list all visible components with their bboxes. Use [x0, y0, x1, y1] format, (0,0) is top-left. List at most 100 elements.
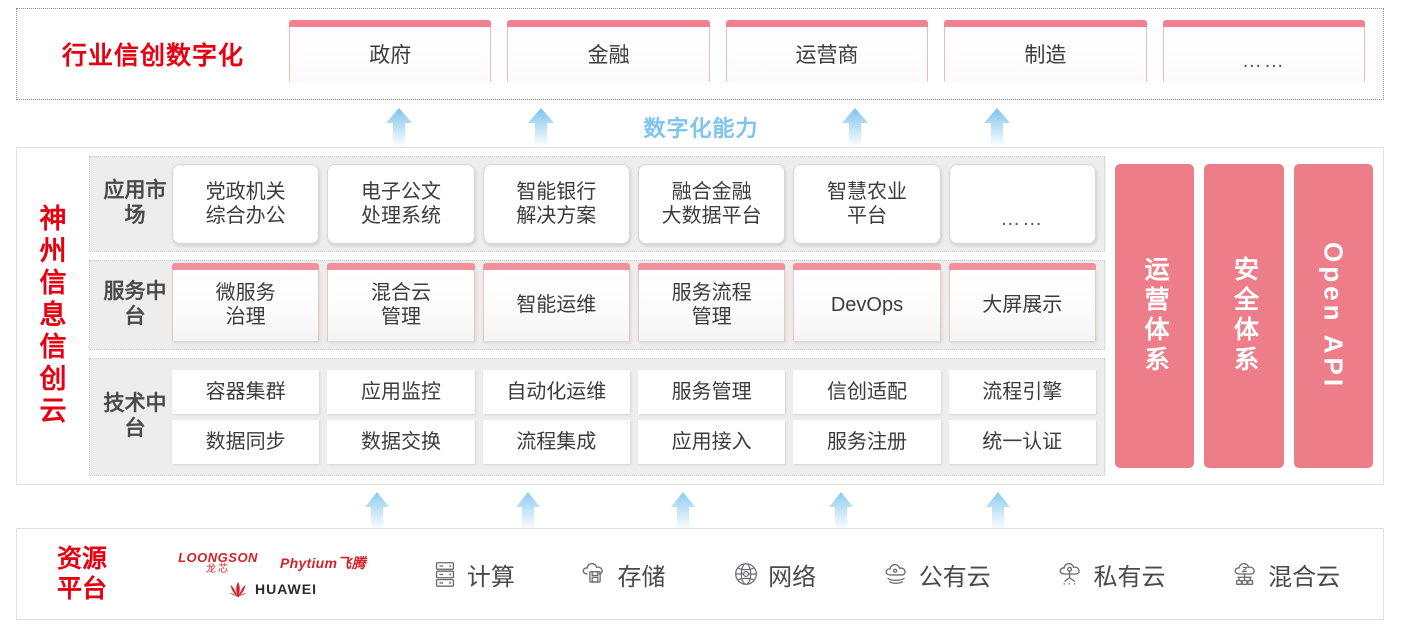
app-card-label: 党政机关 综合办公	[205, 181, 286, 227]
pillar-label: 运营体系	[1141, 256, 1170, 376]
tech-card-app-access[interactable]: 应用接入	[637, 420, 786, 464]
industry-card-government[interactable]: 政府	[289, 20, 492, 82]
cloud-panel: 神 州 信 息 信 创 云 应用市场 党政机关 综合办公 电子公文 处理系统 智…	[16, 147, 1384, 485]
layer-label-app-market: 应用市场	[103, 179, 167, 227]
huawei-logo: HUAWEI	[227, 581, 317, 597]
tech-card-grid: 容器集群 应用监控 自动化运维 服务管理 信创适配 流程引擎 数据同步 数据交换…	[172, 370, 1096, 464]
huawei-logo-text: HUAWEI	[255, 581, 317, 597]
tech-card-automated-ops[interactable]: 自动化运维	[482, 370, 630, 414]
tech-card-data-sync[interactable]: 数据同步	[172, 420, 320, 464]
app-card-label: 智慧农业 平台	[826, 181, 907, 227]
resource-item-storage[interactable]: 存储	[580, 557, 665, 592]
resource-item-label: 存储	[617, 563, 666, 591]
up-arrow-icon	[354, 490, 400, 530]
layer-label-tech-platform: 技术中台	[103, 392, 167, 440]
tech-card-label: 数据交换	[360, 431, 441, 453]
capability-arrow-gap: 数字化能力	[0, 101, 1402, 147]
resource-item-private-cloud[interactable]: 私有云	[1056, 557, 1165, 592]
pillar-operations-system[interactable]: 运营体系	[1115, 164, 1195, 468]
resource-item-hybrid-cloud[interactable]: 混合云	[1231, 557, 1340, 592]
tech-card-label: 服务注册	[826, 431, 907, 453]
tech-card-row: 容器集群 应用监控 自动化运维 服务管理 信创适配 流程引擎	[172, 370, 1096, 414]
huawei-flower-icon	[229, 581, 247, 597]
resource-item-compute[interactable]: 计算	[430, 557, 515, 592]
pillar-security-system[interactable]: 安全体系	[1204, 164, 1284, 468]
up-arrow-icon	[518, 107, 564, 147]
resource-item-label: 公有云	[918, 563, 991, 591]
up-arrow-icon	[975, 490, 1021, 530]
service-card-smart-ops[interactable]: 智能运维	[482, 263, 631, 341]
layer-service-platform: 服务中台 微服务 治理 混合云 管理 智能运维 服务流程 管理 DevOps 大…	[89, 260, 1105, 350]
hybrid-cloud-icon	[1234, 562, 1255, 585]
vendor-logo-group: LOONGSON 龙芯 Phytium飞腾 HUAWEI	[147, 551, 397, 597]
cloud-layer-stack: 应用市场 党政机关 综合办公 电子公文 处理系统 智能银行 解决方案 融合金融 …	[89, 156, 1105, 476]
service-card-label: 大屏展示	[982, 294, 1063, 316]
app-card-party-gov-office[interactable]: 党政机关 综合办公	[172, 164, 320, 244]
tech-card-unified-auth[interactable]: 统一认证	[948, 420, 1096, 464]
app-card-smart-bank[interactable]: 智能银行 解决方案	[482, 164, 630, 244]
service-card-devops[interactable]: DevOps	[793, 263, 941, 341]
service-card-hybrid-cloud-mgmt[interactable]: 混合云 管理	[327, 263, 475, 341]
tech-card-label: 数据同步	[205, 431, 286, 453]
service-card-label: 智能运维	[516, 294, 597, 316]
tech-card-data-exchange[interactable]: 数据交换	[327, 420, 475, 464]
cloud-panel-title: 神 州 信 息 信 创 云	[17, 148, 89, 484]
industry-card-more[interactable]: ……	[1162, 20, 1366, 82]
tech-card-row: 数据同步 数据交换 流程集成 应用接入 服务注册 统一认证	[172, 420, 1096, 464]
capability-label: 数字化能力	[643, 116, 759, 141]
resource-arrow-gap	[0, 486, 1402, 530]
app-card-label: 智能银行 解决方案	[516, 181, 597, 227]
public-cloud-icon	[885, 563, 906, 584]
industry-card-manufacturing[interactable]: 制造	[944, 20, 1148, 82]
tech-card-process-integration[interactable]: 流程集成	[482, 420, 630, 464]
tech-card-app-monitoring[interactable]: 应用监控	[327, 370, 475, 414]
industry-card-list: 政府 金融 运营商 制造 ……	[289, 20, 1383, 82]
pillar-label: Open API	[1318, 241, 1349, 391]
up-arrow-icon	[818, 490, 864, 530]
pillar-open-api[interactable]: Open API	[1293, 164, 1373, 468]
industry-card-label: 金融	[587, 43, 630, 67]
tech-card-service-mgmt[interactable]: 服务管理	[637, 370, 786, 414]
industry-card-label: 运营商	[795, 43, 859, 67]
industry-card-finance[interactable]: 金融	[507, 20, 711, 82]
tech-card-container-cluster[interactable]: 容器集群	[172, 370, 320, 414]
app-card-fintech-bigdata[interactable]: 融合金融 大数据平台	[637, 164, 786, 244]
tech-card-label: 应用监控	[360, 381, 441, 403]
up-arrow-icon	[660, 490, 706, 530]
tech-card-process-engine[interactable]: 流程引擎	[948, 370, 1096, 414]
resource-item-label: 私有云	[1093, 563, 1166, 591]
tech-card-label: 流程引擎	[982, 381, 1063, 403]
industry-card-label: ……	[1241, 50, 1286, 72]
industry-card-label: 制造	[1024, 43, 1067, 67]
up-arrow-icon	[505, 490, 551, 530]
app-card-more[interactable]: ……	[948, 164, 1096, 244]
service-card-label: 混合云 管理	[370, 282, 431, 328]
resource-item-public-cloud[interactable]: 公有云	[882, 557, 991, 592]
layer-tech-platform: 技术中台 容器集群 应用监控 自动化运维 服务管理 信创适配 流程引擎 数据同步…	[89, 358, 1105, 476]
tech-card-label: 统一认证	[982, 431, 1063, 453]
loongson-logo: LOONGSON 龙芯	[178, 551, 258, 575]
resource-item-label: 计算	[466, 563, 515, 591]
private-cloud-icon	[1059, 562, 1081, 585]
tech-card-service-registry[interactable]: 服务注册	[793, 420, 941, 464]
resource-item-network[interactable]: 网络	[731, 557, 816, 592]
app-card-label: 融合金融 大数据平台	[661, 181, 762, 227]
app-card-label: ……	[1000, 208, 1045, 230]
industry-card-label: 政府	[369, 43, 412, 67]
app-card-label: 电子公文 处理系统	[360, 181, 441, 227]
service-card-bigscreen-display[interactable]: 大屏展示	[948, 263, 1097, 341]
cloud-title-char: 神	[39, 204, 67, 235]
service-card-microservice-governance[interactable]: 微服务 治理	[172, 263, 320, 341]
industry-band: 行业信创数字化 政府 金融 运营商 制造 ……	[16, 8, 1384, 100]
tech-card-label: 自动化运维	[506, 381, 607, 403]
resource-platform-title: 资源 平台	[17, 544, 147, 604]
service-card-process-mgmt[interactable]: 服务流程 管理	[637, 263, 786, 341]
cloud-storage-icon	[583, 562, 604, 583]
tech-card-xinchuang-adaptation[interactable]: 信创适配	[793, 370, 941, 414]
app-card-edoc-system[interactable]: 电子公文 处理系统	[327, 164, 475, 244]
app-card-smart-agriculture[interactable]: 智慧农业 平台	[793, 164, 941, 244]
service-card-list: 微服务 治理 混合云 管理 智能运维 服务流程 管理 DevOps 大屏展示	[172, 263, 1097, 341]
industry-card-telecom[interactable]: 运营商	[725, 20, 929, 82]
cloud-body: 应用市场 党政机关 综合办公 电子公文 处理系统 智能银行 解决方案 融合金融 …	[89, 148, 1383, 484]
vendor-logo-row: HUAWEI	[227, 581, 317, 597]
